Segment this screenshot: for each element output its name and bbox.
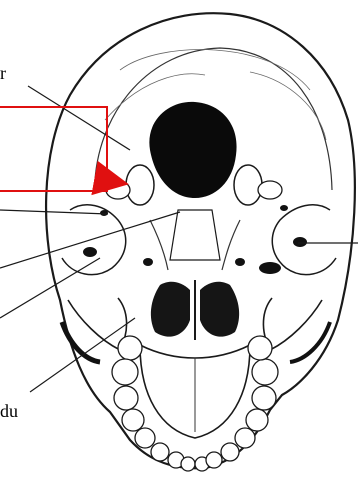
highlight-box <box>0 106 108 192</box>
label-bottom: du <box>0 402 18 420</box>
condyle-right <box>234 165 262 205</box>
basilar-part <box>170 210 220 260</box>
condyle-left <box>126 165 154 205</box>
label-top: r <box>0 64 6 82</box>
jugular-foramen-right <box>258 181 282 199</box>
